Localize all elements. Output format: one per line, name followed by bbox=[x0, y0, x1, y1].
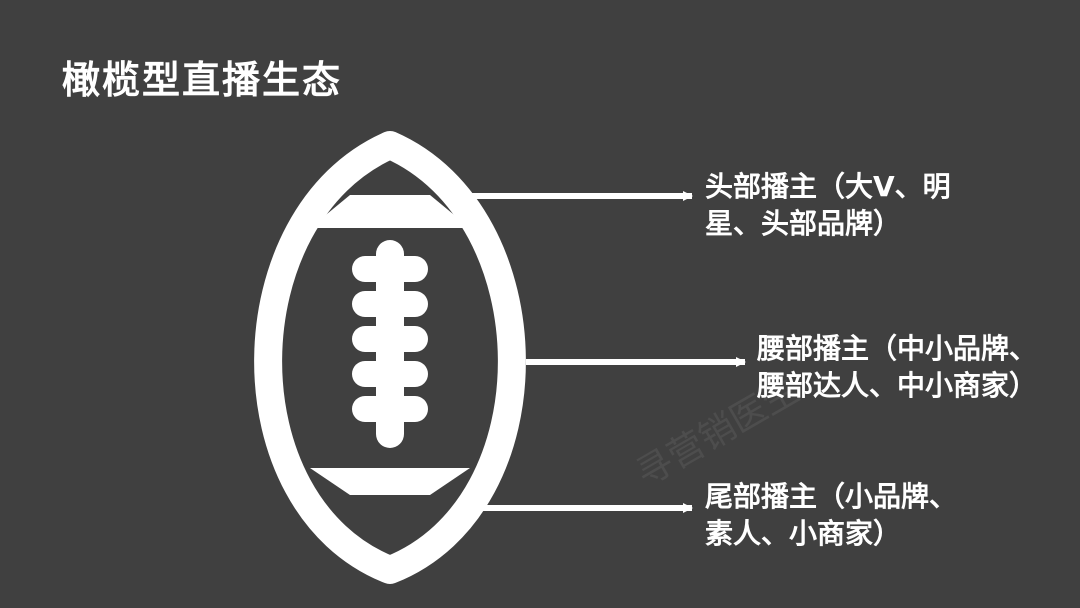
top-tier-line-1: 头部播主（大V、明 bbox=[705, 170, 951, 203]
middle-tier-line-2: 腰部达人、中小商家） bbox=[757, 369, 1038, 402]
football-bottom-band bbox=[310, 468, 470, 495]
football-icon bbox=[254, 131, 526, 584]
top-tier-line-2: 星、头部品牌） bbox=[705, 207, 902, 240]
football-top-band bbox=[310, 195, 470, 228]
bottom-tier-label: 尾部播主（小品牌、 素人、小商家） bbox=[705, 478, 957, 552]
bottom-tier-line-1: 尾部播主（小品牌、 bbox=[705, 480, 958, 513]
middle-tier-label: 腰部播主（中小品牌、 腰部达人、中小商家） bbox=[757, 330, 1037, 404]
middle-tier-line-1: 腰部播主（中小品牌、 bbox=[757, 332, 1038, 365]
top-tier-label: 头部播主（大V、明 星、头部品牌） bbox=[705, 168, 951, 242]
bottom-tier-line-2: 素人、小商家） bbox=[705, 517, 902, 550]
football-laces bbox=[352, 240, 428, 448]
slide-title: 橄榄型直播生态 bbox=[62, 58, 343, 102]
